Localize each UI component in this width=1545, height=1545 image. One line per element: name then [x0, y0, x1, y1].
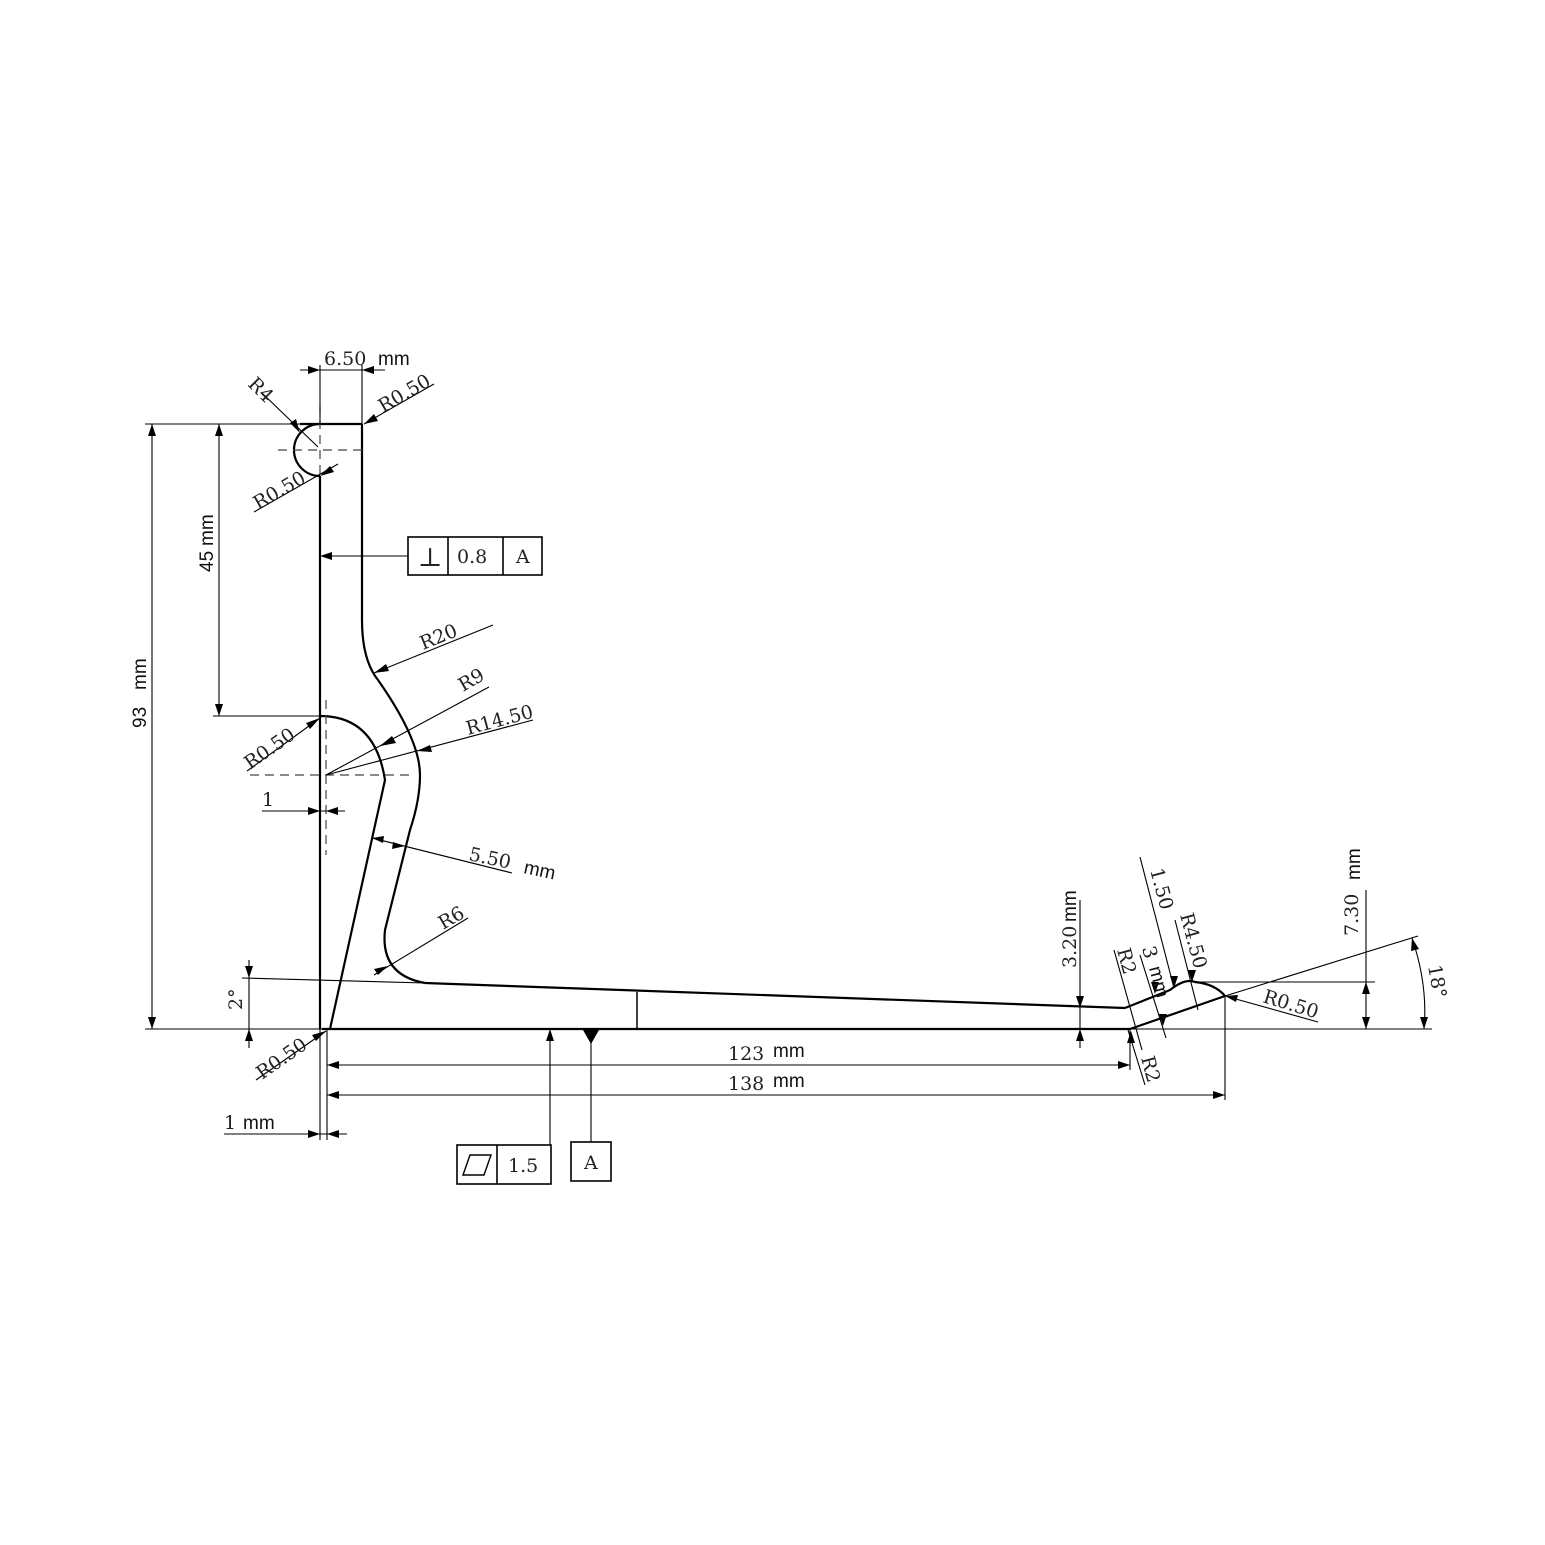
label-r4: R4: [243, 373, 277, 407]
dim-offset-small: 1: [262, 789, 274, 811]
dim-lip-thickness-value: 3: [1137, 944, 1161, 961]
dim-partial-label: 1.50: [1145, 866, 1177, 913]
perpendicularity-icon: ⊥: [418, 543, 442, 573]
perpendicularity-frame: ⊥ 0.8 A: [407, 536, 543, 576]
dim-top-width-value: 6.50: [324, 348, 366, 370]
dimension-labels: 6.50 mm R4 R0.50 R0.50 93 mm 45 mm R20 R…: [130, 348, 1451, 1134]
label-r20: R20: [417, 620, 461, 655]
dim-length-138-value: 138: [728, 1073, 764, 1095]
label-r6: R6: [435, 902, 469, 934]
label-r9: R9: [455, 664, 489, 696]
dim-top-width-unit: mm: [378, 349, 410, 370]
dim-offset-bottom-value: 1: [224, 1112, 236, 1134]
dim-lip-thickness-unit: mm: [1144, 964, 1172, 1000]
dim-length-123-value: 123: [728, 1043, 764, 1065]
dim-tip-thickness-value: 3.20: [1059, 926, 1081, 968]
dim-upper-height-unit: mm: [197, 514, 218, 546]
dim-length-138-unit: mm: [773, 1071, 805, 1092]
dim-offset-bottom-unit: mm: [243, 1113, 275, 1134]
flatness-frame: 1.5: [456, 1144, 552, 1185]
datum-a-box: A: [570, 1141, 612, 1182]
label-r050-mid: R0.50: [240, 724, 299, 775]
label-r1450: R14.50: [464, 701, 536, 740]
label-r050-top-right: R0.50: [375, 370, 435, 417]
label-r050-tip: R0.50: [1261, 986, 1322, 1024]
perpendicularity-tolerance: 0.8: [457, 546, 487, 568]
dimension-lines: [145, 365, 1432, 1145]
dim-tip-thickness-unit: mm: [1060, 890, 1081, 922]
dim-web-thickness-unit: mm: [522, 857, 557, 884]
dim-lip-height-unit: mm: [1344, 848, 1365, 880]
label-r2-upper: R2: [1112, 946, 1140, 977]
label-r2-lower: R2: [1136, 1054, 1164, 1085]
flatness-icon: [462, 1154, 492, 1176]
dim-base-taper-angle: 2°: [225, 988, 247, 1010]
dim-overall-height-unit: mm: [130, 658, 151, 690]
dim-lip-angle: 18°: [1423, 963, 1451, 1000]
label-r050-top-left: R0.50: [250, 467, 310, 514]
dim-upper-height-value: 45: [197, 551, 218, 572]
dim-web-thickness-value: 5.50: [467, 843, 513, 873]
part-outline: [292, 422, 1227, 1031]
dim-overall-height-value: 93: [130, 707, 151, 728]
center-lines: [250, 405, 415, 855]
datum-a-label: A: [583, 1152, 598, 1174]
dim-length-123-unit: mm: [773, 1041, 805, 1062]
dim-lip-height-value: 7.30: [1341, 894, 1363, 936]
flatness-tolerance: 1.5: [508, 1155, 538, 1177]
label-r050-bottom: R0.50: [252, 1034, 311, 1085]
perpendicularity-datum: A: [515, 546, 530, 568]
